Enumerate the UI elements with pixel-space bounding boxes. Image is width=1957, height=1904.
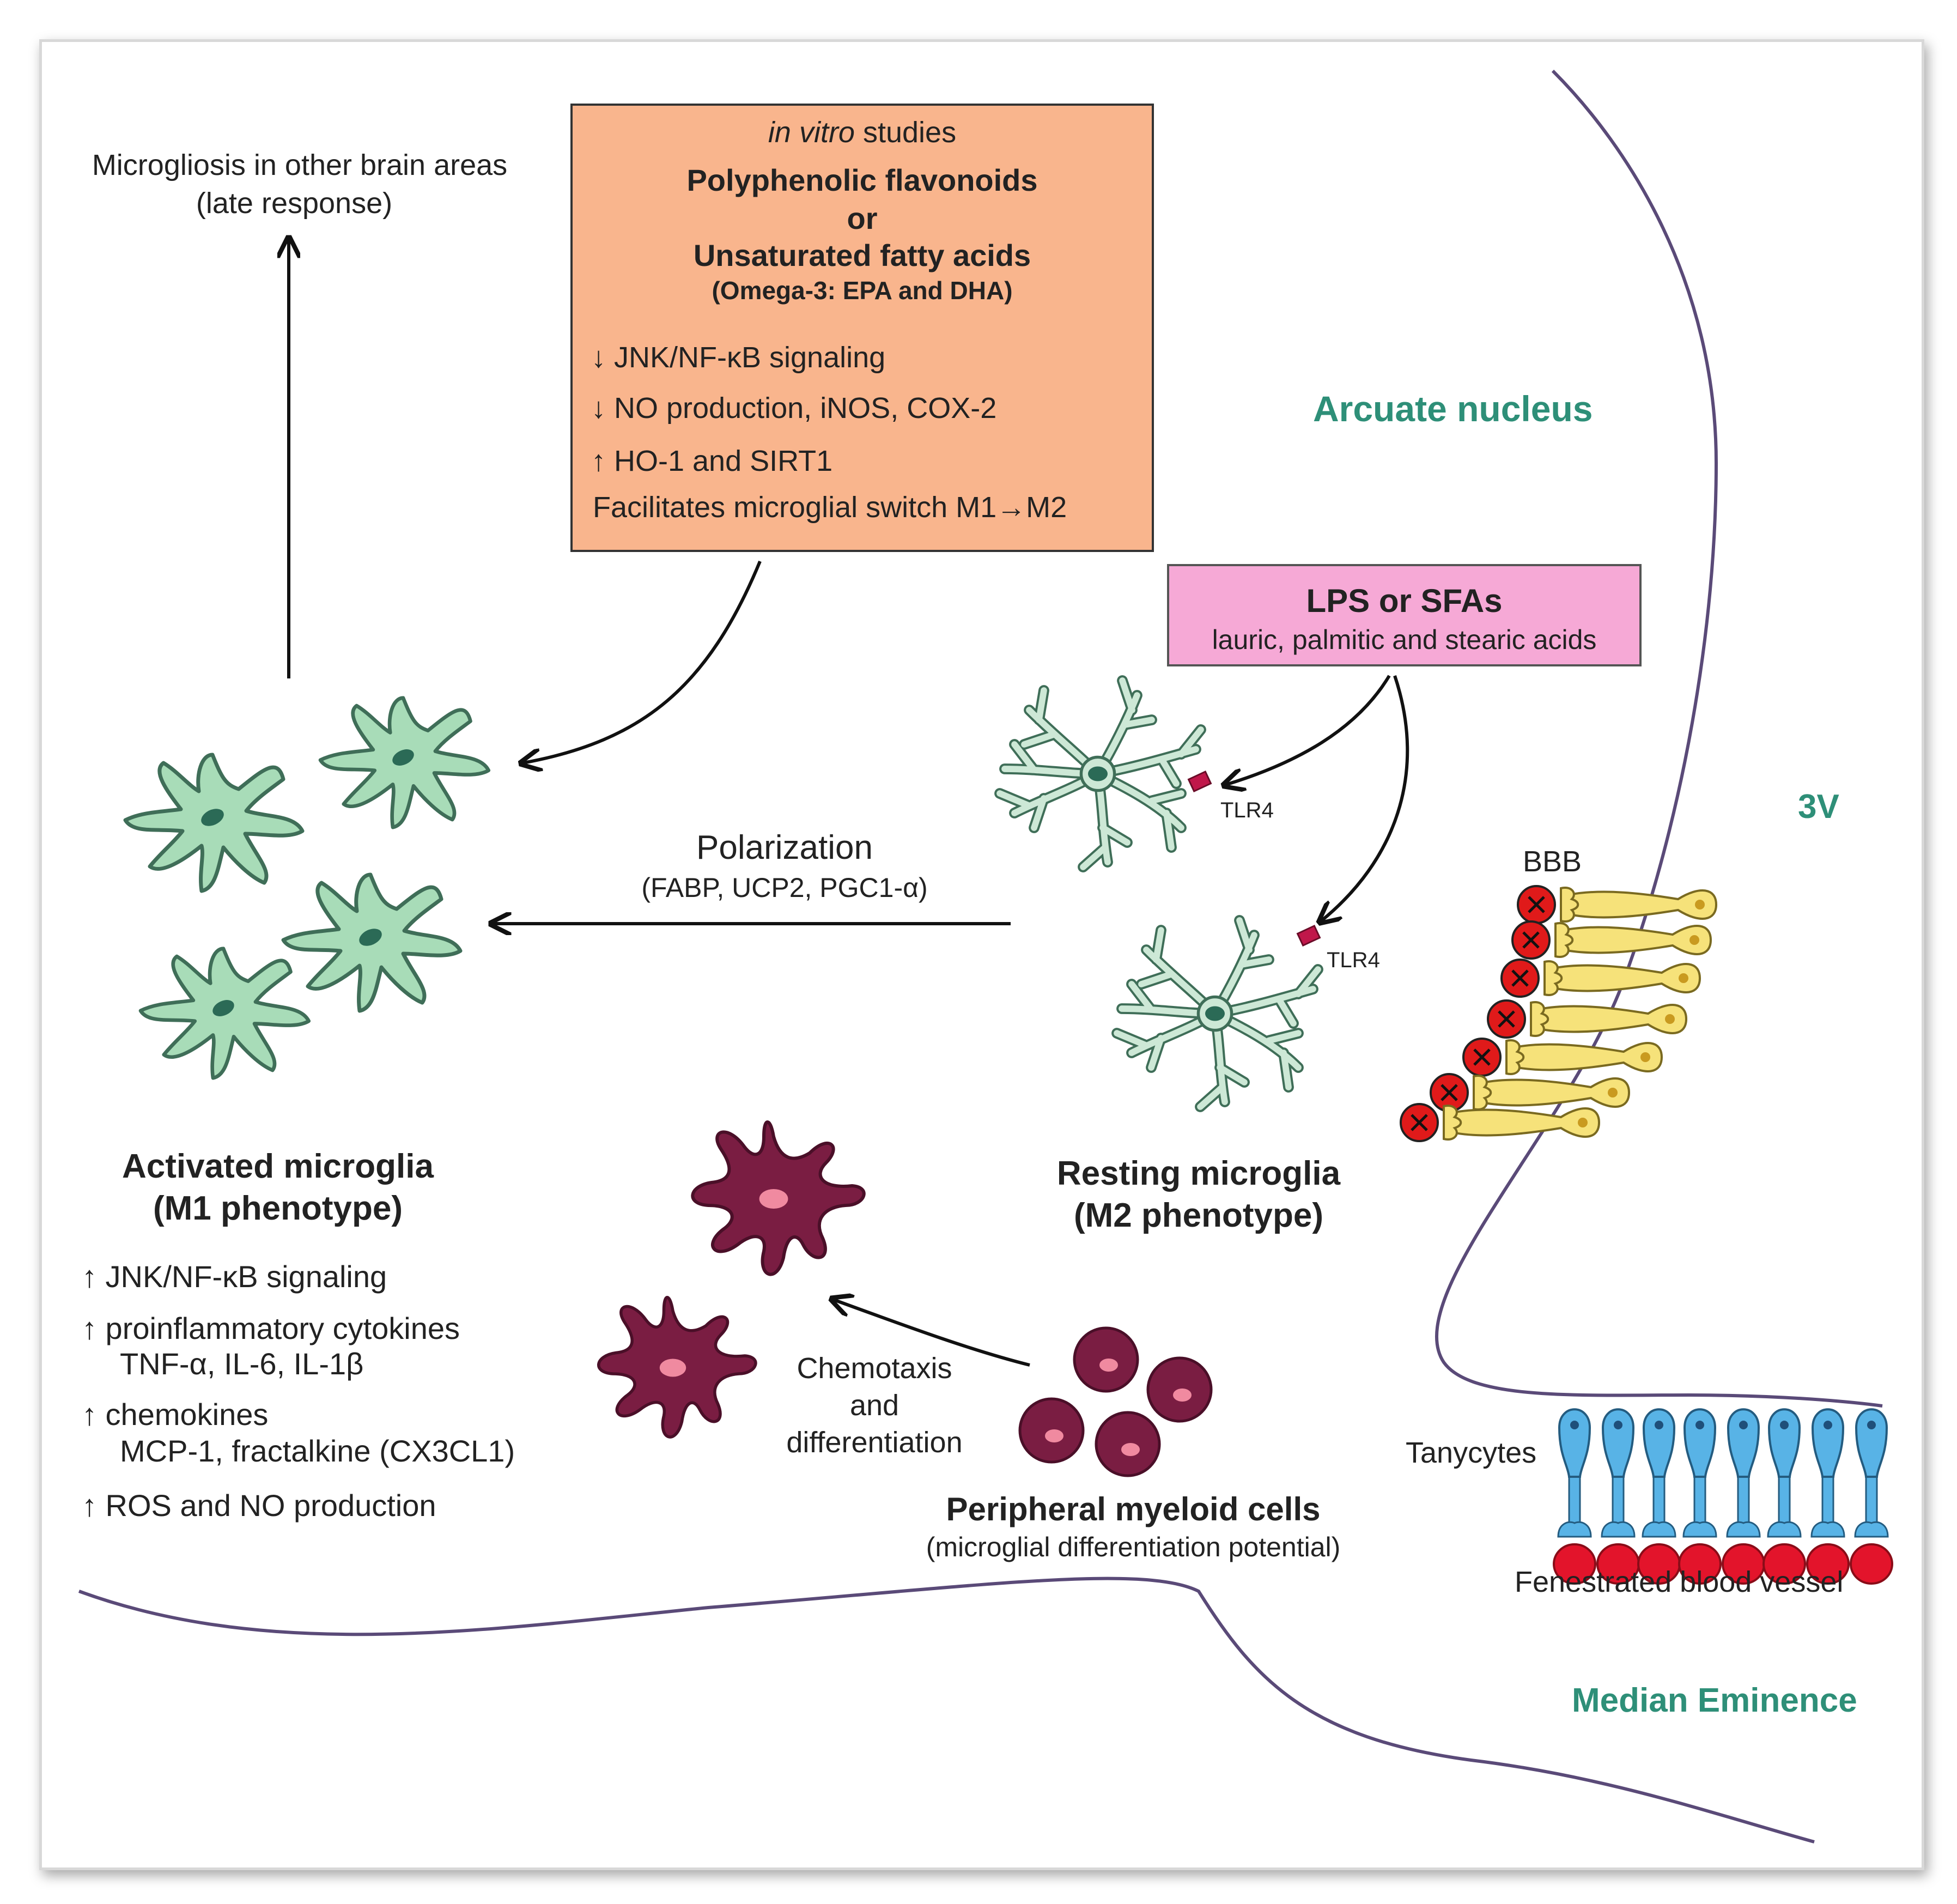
third-ventricle-label: 3V [1798, 788, 1839, 826]
tanycyte-4 [1678, 1408, 1722, 1585]
tanycyte-7 [1806, 1408, 1850, 1585]
activated-title-2: (M1 phenotype) [153, 1190, 403, 1227]
in-vitro-heading-2: or [847, 201, 878, 235]
myeloid-microglia-cell-2 [599, 1297, 756, 1437]
tanycyte-3 [1637, 1408, 1681, 1585]
tanycytes-label: Tanycytes [1406, 1436, 1537, 1469]
in-vitro-title-rest: studies [854, 116, 957, 149]
lps-box [1167, 564, 1642, 666]
resting-title-1: Resting microglia [1056, 1155, 1341, 1192]
in-vitro-effect-4: Facilitates microglial switch M1→M2 [593, 491, 1067, 524]
in-vitro-effect-2: ↓ NO production, iNOS, COX-2 [591, 392, 997, 425]
peripheral-myeloid-cell-3 [1020, 1399, 1083, 1462]
peripheral-myeloid-cell-1 [1074, 1328, 1138, 1391]
tlr4-label-2: TLR4 [1327, 948, 1380, 972]
arcuate-nucleus-label: Arcuate nucleus [1313, 389, 1593, 429]
fenestrated-vessel-label: Fenestrated blood vessel [1515, 1566, 1844, 1598]
activated-effect-6: ↑ ROS and NO production [82, 1488, 436, 1523]
in-vitro-box [570, 104, 1154, 552]
polarization-factors: (FABP, UCP2, PGC1-α) [641, 872, 928, 903]
activated-microglia-cell-3 [283, 875, 460, 1011]
bbb-label: BBB [1523, 845, 1582, 878]
microgliosis-line-2: (late response) [196, 187, 393, 220]
bbb-unit-2 [1512, 921, 1711, 959]
lps-box-title: LPS or SFAs [1306, 583, 1503, 619]
activated-effect-3: TNF-α, IL-6, IL-1β [120, 1347, 364, 1381]
polarization-label: Polarization [696, 829, 873, 866]
bbb-unit-1 [1518, 886, 1716, 923]
bbb-unit-4 [1488, 1000, 1686, 1038]
chemotaxis-line-3: differentiation [786, 1426, 963, 1459]
in-vitro-heading-3: Unsaturated fatty acids [693, 238, 1031, 272]
in-vitro-title: in vitro studies [570, 116, 1154, 149]
chemotaxis-line-2: and [849, 1389, 900, 1422]
median-eminence-label: Median Eminence [1572, 1682, 1857, 1719]
resting-title-2: (M2 phenotype) [1073, 1197, 1324, 1234]
bbb-unit-6 [1431, 1074, 1629, 1111]
activated-effect-2: ↑ proinflammatory cytokines [82, 1311, 460, 1345]
activated-microglia-cell-2 [320, 698, 489, 828]
activated-effect-4: ↑ chemokines [82, 1397, 269, 1432]
in-vitro-heading-4: (Omega-3: EPA and DHA) [712, 276, 1013, 305]
tanycyte-1 [1553, 1408, 1596, 1585]
peripheral-myeloid-cell-2 [1148, 1358, 1211, 1421]
tanycyte-2 [1596, 1408, 1640, 1585]
bbb-unit-3 [1502, 960, 1700, 997]
activated-microglia-cell-1 [125, 755, 302, 891]
activated-title-1: Activated microglia [122, 1148, 434, 1185]
lps-box-subtitle: lauric, palmitic and stearic acids [1212, 624, 1597, 655]
peripheral-subtitle: (microglial differentiation potential) [926, 1532, 1341, 1562]
tanycyte-8 [1850, 1408, 1893, 1585]
chemotaxis-line-1: Chemotaxis [797, 1352, 952, 1385]
peripheral-title: Peripheral myeloid cells [946, 1491, 1321, 1527]
microgliosis-line-1: Microgliosis in other brain areas [92, 149, 508, 181]
resting-microglia-cell-1 [1000, 681, 1201, 867]
bbb-unit-7 [1401, 1104, 1599, 1141]
tanycyte-5 [1722, 1408, 1765, 1585]
in-vitro-title-italic: in vitro [768, 116, 855, 149]
resting-microglia-cell-2 [1117, 920, 1318, 1107]
in-vitro-effect-3: ↑ HO-1 and SIRT1 [591, 445, 833, 477]
bbb-unit-5 [1463, 1039, 1662, 1076]
activated-effect-5: MCP-1, fractalkine (CX3CL1) [120, 1434, 515, 1468]
in-vitro-effect-1: ↓ JNK/NF-κB signaling [591, 341, 886, 374]
peripheral-myeloid-cell-4 [1096, 1412, 1159, 1476]
in-vitro-heading-1: Polyphenolic flavonoids [686, 163, 1038, 197]
tlr4-receptor-1 [1187, 770, 1212, 793]
tanycyte-6 [1762, 1408, 1806, 1585]
tlr4-label-1: TLR4 [1220, 798, 1274, 822]
activated-microglia-cell-4 [141, 949, 309, 1078]
tlr4-receptor-2 [1296, 924, 1321, 947]
activated-effect-1: ↑ JNK/NF-κB signaling [82, 1259, 387, 1294]
myeloid-microglia-cell-1 [692, 1122, 864, 1275]
